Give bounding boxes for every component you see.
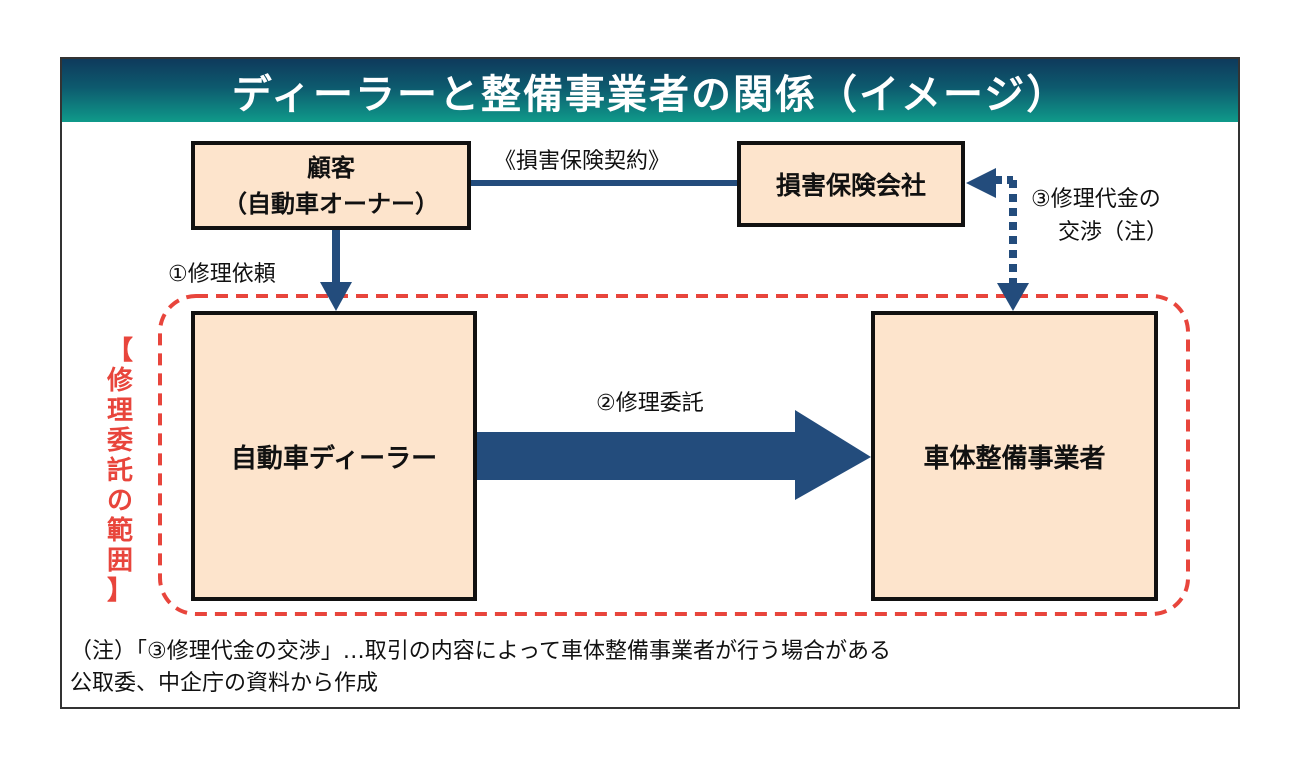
scope-char: 託 <box>106 456 133 486</box>
scope-char: 囲 <box>106 546 133 576</box>
scope-char: 【 <box>106 336 133 366</box>
scope-char: の <box>106 486 133 516</box>
repair-scope-label: 【 修 理 委 託 の 範 囲 】 <box>103 336 137 606</box>
repair-request-label: ①修理依頼 <box>168 262 276 287</box>
repair-request-arrow-head <box>320 282 352 311</box>
footnote: （注）「③修理代金の交渉」…取引の内容によって車体整備事業者が行う場合がある 公… <box>70 636 891 700</box>
node-insurer: 損害保険会社 <box>737 141 965 227</box>
negotiation-label-line1: ③修理代金の <box>1031 187 1161 212</box>
negotiation-arrow-head-left <box>966 168 996 198</box>
repair-scope-boundary <box>158 294 1190 616</box>
customer-sublabel: （自動車オーナー） <box>223 189 439 218</box>
dealer-label: 自動車ディーラー <box>230 443 438 474</box>
bodyshop-label: 車体整備事業者 <box>923 443 1106 474</box>
scope-char: 理 <box>106 396 133 426</box>
scope-char: 修 <box>106 366 133 396</box>
repair-outsourcing-arrow <box>477 410 871 500</box>
scope-char: 】 <box>106 576 133 606</box>
diagram-title: ディーラーと整備事業者の関係（イメージ） <box>231 71 1069 118</box>
negotiation-label-line2: 交渉（注） <box>1058 220 1169 245</box>
repair-outsourcing-label: ②修理委託 <box>596 391 704 416</box>
contract-label: 《損害保険契約》 <box>494 149 671 174</box>
node-dealer: 自動車ディーラー <box>191 311 477 601</box>
footnote-line1: （注）「③修理代金の交渉」…取引の内容によって車体整備事業者が行う場合がある <box>70 639 891 664</box>
scope-char: 委 <box>106 426 133 456</box>
insurer-label: 損害保険会社 <box>775 171 926 200</box>
negotiation-arrow-head-down <box>997 283 1029 311</box>
footnote-source: 公取委、中企庁の資料から作成 <box>70 671 379 696</box>
title-bar: ディーラーと整備事業者の関係（イメージ） <box>62 59 1238 122</box>
node-customer: 顧客 （自動車オーナー） <box>191 141 471 230</box>
scope-char: 範 <box>106 516 133 546</box>
customer-label: 顧客 <box>307 153 355 182</box>
node-bodyshop: 車体整備事業者 <box>871 311 1158 601</box>
